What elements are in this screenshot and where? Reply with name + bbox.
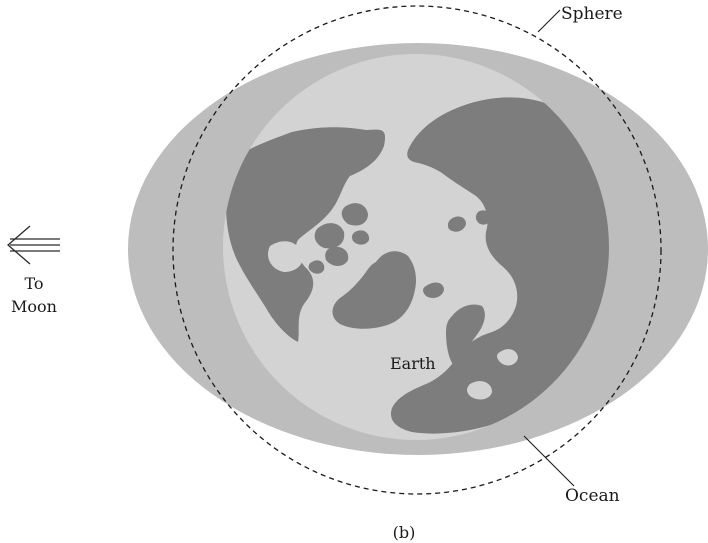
figure-caption: (b) bbox=[393, 523, 416, 542]
ocean-label: Ocean bbox=[565, 486, 620, 506]
north-america-landmass bbox=[226, 127, 386, 342]
sphere-outline bbox=[172, 5, 662, 495]
land-masses bbox=[226, 97, 609, 434]
greenland-landmass bbox=[332, 251, 416, 329]
ocean-leader-line bbox=[523, 435, 575, 487]
to-label: To bbox=[24, 274, 43, 293]
arrow-left-icon bbox=[7, 225, 60, 265]
sphere-leader-line bbox=[537, 9, 561, 33]
earth-label: Earth bbox=[390, 354, 436, 373]
eurasia-landmass bbox=[391, 97, 609, 434]
sphere-label: Sphere bbox=[561, 4, 623, 24]
moon-label: Moon bbox=[11, 297, 57, 316]
